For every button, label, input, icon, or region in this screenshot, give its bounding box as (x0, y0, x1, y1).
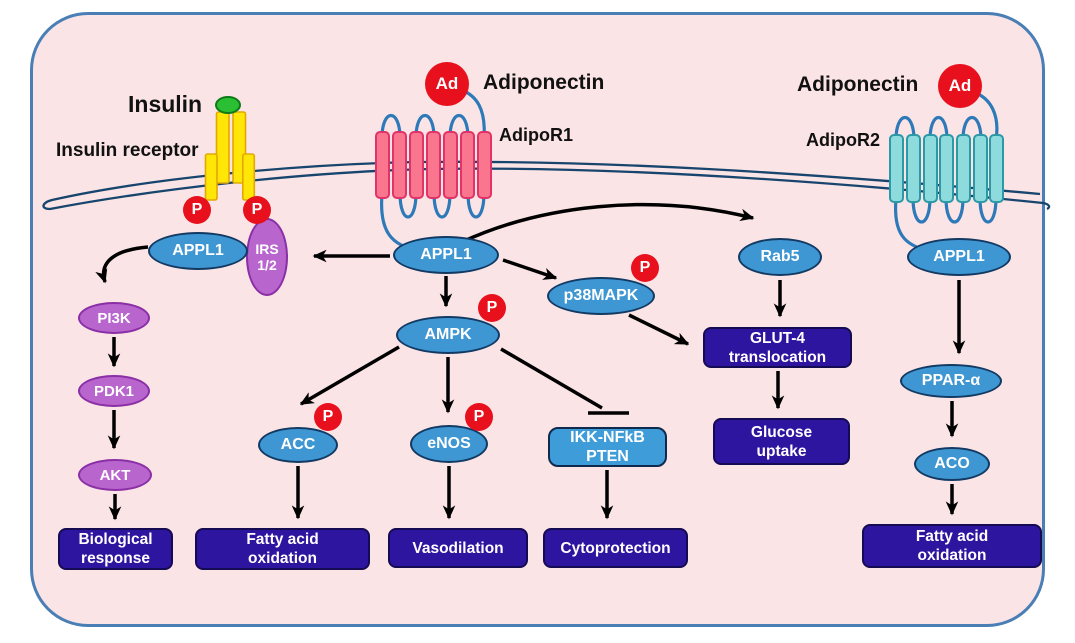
box-cytoprotection: Cytoprotection (543, 528, 688, 568)
phospho-badge-p38mapk: P (631, 254, 659, 282)
phospho-badge-ampk: P (478, 294, 506, 322)
box-fatty-acid-oxidation-right: Fatty acid oxidation (862, 524, 1042, 568)
node-pdk1: PDK1 (78, 375, 150, 407)
phospho-badge-insulin-left: P (183, 196, 211, 224)
adiponectin-badge-mid: Ad (425, 62, 469, 106)
node-aco: ACO (914, 447, 990, 481)
phospho-badge-insulin-right: P (243, 196, 271, 224)
node-acc: ACC (258, 427, 338, 463)
node-appl1-left: APPL1 (148, 232, 248, 270)
node-rab5: Rab5 (738, 238, 822, 276)
phospho-badge-acc: P (314, 403, 342, 431)
node-p38mapk: p38MAPK (547, 277, 655, 315)
box-biological-response: Biological response (58, 528, 173, 570)
node-ampk: AMPK (396, 316, 500, 354)
adipor2-label: AdipoR2 (806, 130, 880, 150)
node-ikk-pten: IKK-NFkB PTEN (548, 427, 667, 467)
adiponectin-badge-right: Ad (938, 64, 982, 108)
box-vasodilation: Vasodilation (388, 528, 528, 568)
adiponectin-label-mid: Adiponectin (483, 71, 605, 94)
box-fatty-acid-oxidation-left: Fatty acid oxidation (195, 528, 370, 570)
box-glut4-translocation: GLUT-4 translocation (703, 327, 852, 368)
adiponectin-label-right: Adiponectin (797, 73, 919, 96)
insulin-ligand-icon (215, 96, 241, 114)
node-pi3k: PI3K (78, 302, 150, 334)
insulin-receptor-label: Insulin receptor (56, 140, 199, 161)
node-ppar-alpha: PPAR-α (900, 364, 1002, 398)
node-appl1-right: APPL1 (907, 238, 1011, 276)
insulin-label: Insulin (128, 91, 203, 117)
node-irs12: IRS 1/2 (246, 218, 288, 296)
adipor1-label: AdipoR1 (499, 125, 573, 145)
node-appl1-mid: APPL1 (393, 236, 499, 274)
node-enos: eNOS (410, 425, 488, 463)
box-glucose-uptake: Glucose uptake (713, 418, 850, 465)
node-akt: AKT (78, 459, 152, 491)
phospho-badge-enos: P (465, 403, 493, 431)
